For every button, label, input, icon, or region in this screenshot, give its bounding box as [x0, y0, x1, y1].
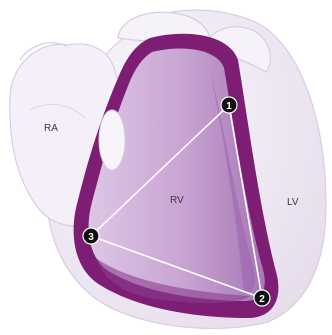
marker-2-label: 2 — [259, 294, 265, 305]
marker-1-label: 1 — [226, 101, 232, 112]
marker-3: 3 — [83, 228, 99, 244]
rv-label: RV — [170, 195, 184, 206]
marker-2: 2 — [254, 290, 270, 306]
lv-label: LV — [287, 197, 299, 208]
marker-1: 1 — [221, 97, 237, 113]
valve-opening — [99, 110, 125, 170]
ra-label: RA — [44, 123, 58, 134]
marker-3-label: 3 — [88, 232, 94, 243]
